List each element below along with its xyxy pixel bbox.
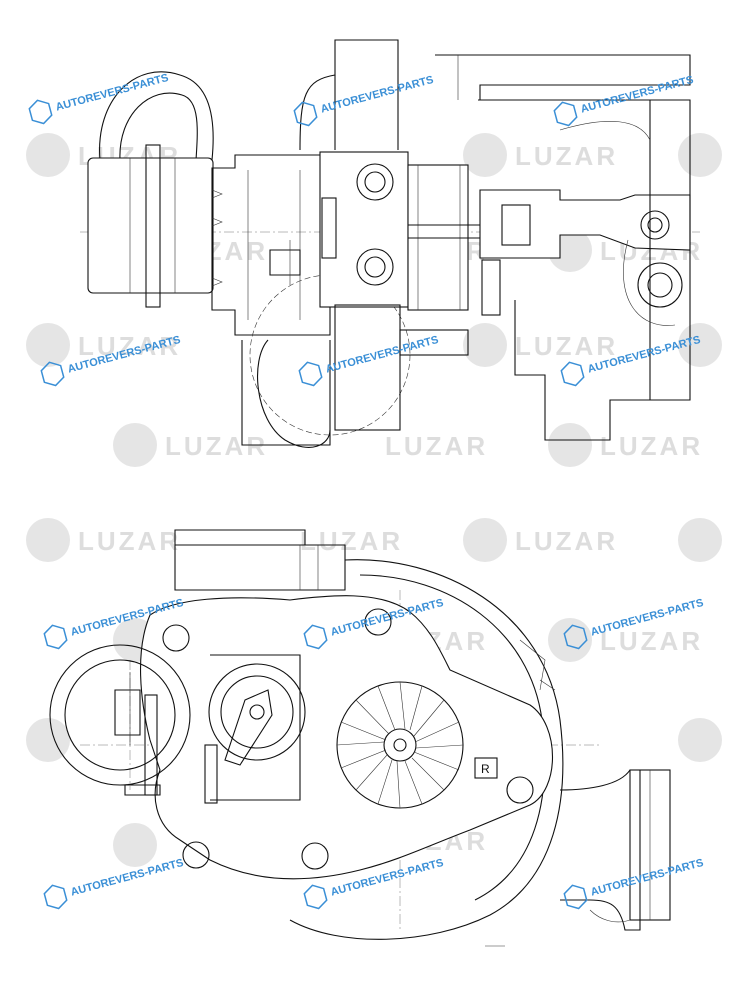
autorevers-logo-icon (303, 884, 328, 910)
luzar-watermark-layer: LUZAR LUZAR LUZAR LUZAR LUZAR LUZAR LUZA… (26, 133, 722, 867)
autorevers-logo-icon (298, 361, 323, 387)
luzar-watermark: LUZAR (78, 331, 181, 361)
autorevers-logo-icon (43, 624, 68, 650)
r-label-box (474, 757, 498, 779)
autorevers-logo-icon (28, 99, 53, 125)
autorevers-watermark: AUTOREVERS-PARTS (553, 74, 695, 127)
autorevers-watermark-text: AUTOREVERS-PARTS (319, 74, 434, 116)
autorevers-watermark: AUTOREVERS-PARTS (43, 857, 185, 910)
luzar-lion-icon (26, 133, 722, 867)
luzar-watermark: LUZAR (515, 526, 618, 556)
autorevers-watermark: AUTOREVERS-PARTS (293, 74, 435, 127)
autorevers-logo-icon (293, 101, 318, 127)
autorevers-logo-icon (303, 624, 328, 650)
luzar-watermark: LUZAR (515, 141, 618, 171)
autorevers-watermark-text: AUTOREVERS-PARTS (589, 857, 704, 899)
r-label: R (481, 762, 490, 776)
autorevers-watermark: AUTOREVERS-PARTS (298, 334, 440, 387)
compressor-wheel-icon (336, 681, 464, 809)
luzar-watermark: LUZAR (600, 626, 703, 656)
autorevers-logo-icon (43, 884, 68, 910)
bolt-hole-icon (162, 608, 534, 870)
luzar-watermark: LUZAR (78, 526, 181, 556)
top-view (80, 39, 700, 448)
autorevers-logo-icon (560, 361, 585, 387)
autorevers-watermark: AUTOREVERS-PARTS (563, 857, 705, 910)
autorevers-watermark-text: AUTOREVERS-PARTS (579, 74, 694, 116)
luzar-watermark: LUZAR (515, 331, 618, 361)
autorevers-logo-icon (563, 624, 588, 650)
luzar-watermark: LUZAR (300, 526, 403, 556)
bolt-icon (356, 163, 394, 286)
front-view: R (49, 529, 671, 947)
autorevers-logo-icon (553, 101, 578, 127)
autorevers-watermark-text: AUTOREVERS-PARTS (54, 72, 169, 114)
autorevers-logo-icon (563, 884, 588, 910)
luzar-watermark: LUZAR (385, 431, 488, 461)
luzar-watermark: LUZAR (600, 431, 703, 461)
luzar-watermark: LUZAR (165, 431, 268, 461)
autorevers-watermark: AUTOREVERS-PARTS (28, 72, 170, 125)
autorevers-logo-icon (40, 361, 65, 387)
